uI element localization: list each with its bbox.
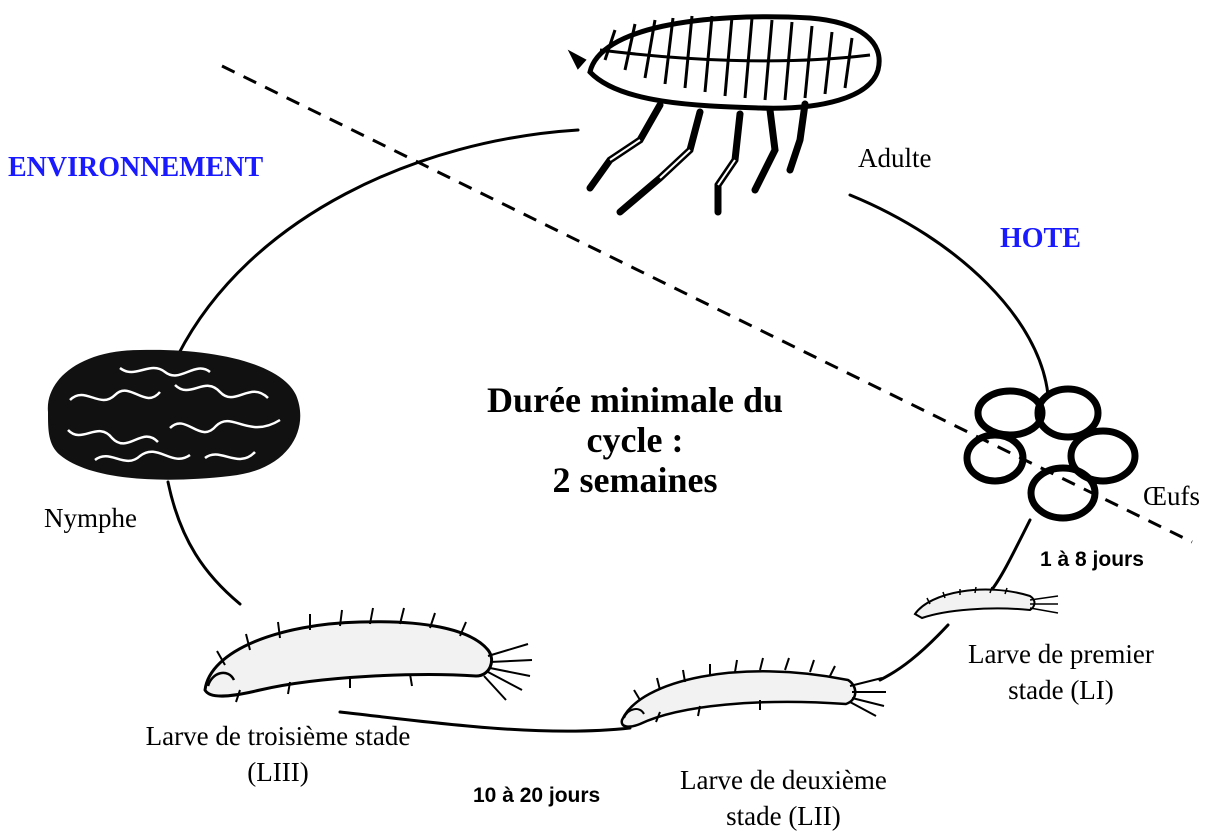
cocoon-icon [48, 350, 300, 480]
environment-zone-label: ENVIRONNEMENT [8, 152, 263, 184]
larva1-label-line-1: Larve de premier [968, 636, 1154, 672]
larva3-label-line-2: (LIII) [118, 754, 438, 790]
flea-adult-icon [570, 16, 879, 212]
larva1-label-line-2: stade (LI) [968, 672, 1154, 708]
host-zone-label: HOTE [1000, 223, 1081, 255]
eggs-to-larva-duration: 1 à 8 jours [1040, 548, 1144, 572]
larva-icon [205, 608, 532, 702]
larva-icon [915, 587, 1058, 618]
larva1-label: Larve de premier stade (LI) [968, 636, 1154, 708]
cycle-duration-title: Durée minimale du cycle : 2 semaines [440, 380, 830, 500]
cycle-duration-line-3: 2 semaines [440, 460, 830, 500]
cycle-arc-larva3-to-nymph [168, 482, 240, 604]
adult-label: Adulte [858, 140, 932, 176]
larva2-label-line-2: stade (LII) [680, 798, 887, 834]
cycle-duration-line-1: Durée minimale du [440, 380, 830, 420]
egg-icon [967, 389, 1135, 518]
cycle-arc-eggs-to-larva1 [990, 520, 1030, 592]
nymph-label: Nymphe [44, 500, 137, 536]
larva-icon [622, 658, 886, 727]
larva-development-duration: 10 à 20 jours [473, 784, 600, 808]
larva3-label: Larve de troisième stade (LIII) [118, 718, 438, 790]
cycle-arc-larva1-to-larva2 [880, 625, 948, 680]
cycle-duration-line-2: cycle : [440, 420, 830, 460]
larva2-label: Larve de deuxième stade (LII) [680, 762, 887, 834]
larva2-label-line-1: Larve de deuxième [680, 762, 887, 798]
eggs-label: Œufs [1143, 478, 1200, 514]
larva3-label-line-1: Larve de troisième stade [118, 718, 438, 754]
